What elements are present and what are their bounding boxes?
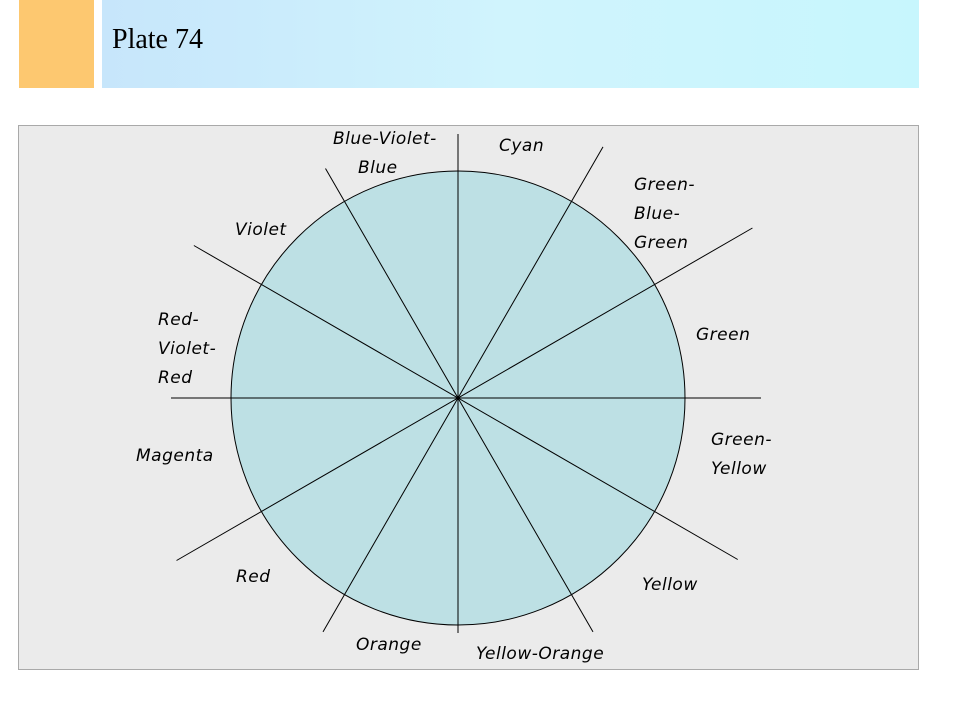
sector-label-line: Violet- [158,339,216,359]
sector-label-line: Yellow-Orange [476,644,604,664]
color-wheel-diagram: CyanGreen-Blue-GreenGreenGreen-YellowYel… [136,129,772,664]
sector-label-line: Green [696,325,750,345]
wheel-divider-line [176,227,753,561]
sector-label-line: Cyan [499,136,544,156]
wheel-divider-line [322,146,604,633]
sector-label-line: Blue [358,158,398,178]
sector-label-violet: Violet [235,220,287,240]
sector-label-green: Green [696,325,750,345]
sector-label-line: Violet [235,220,287,240]
sector-label-cyan: Cyan [499,136,544,156]
sector-label-red-violet-red: Red- Violet- Red [158,310,216,388]
sector-label-line: Yellow [642,575,698,595]
sector-label-line: Blue-Violet- [333,129,437,149]
sector-label-line: Orange [356,635,422,655]
sector-label-green-blue-green: Green- Blue- Green [634,175,695,253]
sector-label-line: Magenta [136,446,214,466]
sector-label-line: Red- [158,310,199,330]
sector-label-line: Red [236,567,271,587]
header-bar [102,0,919,88]
sector-label-yellow-orange: Yellow-Orange [476,644,604,664]
sector-label-line: Blue- [634,204,680,224]
sector-label-magenta: Magenta [136,446,214,466]
page-title: Plate 74 [112,24,203,55]
sector-label-orange: Orange [356,635,422,655]
sector-label-green-yellow: Green- Yellow [711,430,772,479]
header-accent-block [19,0,94,88]
wheel-divider-line [193,245,738,560]
sector-label-yellow: Yellow [642,575,698,595]
wheel-divider-lines [171,134,761,633]
sector-label-line: Red [158,368,193,388]
sector-label-line: Green- [634,175,695,195]
sector-label-blue-violet-blue: Blue-Violet- Blue [333,129,437,178]
sector-label-line: Green [634,233,688,253]
sector-label-red: Red [236,567,271,587]
sector-label-line: Yellow [711,459,767,479]
sector-label-line: Green- [711,430,772,450]
sector-labels: CyanGreen-Blue-GreenGreenGreen-YellowYel… [136,129,772,664]
wheel-divider-line [325,168,594,633]
